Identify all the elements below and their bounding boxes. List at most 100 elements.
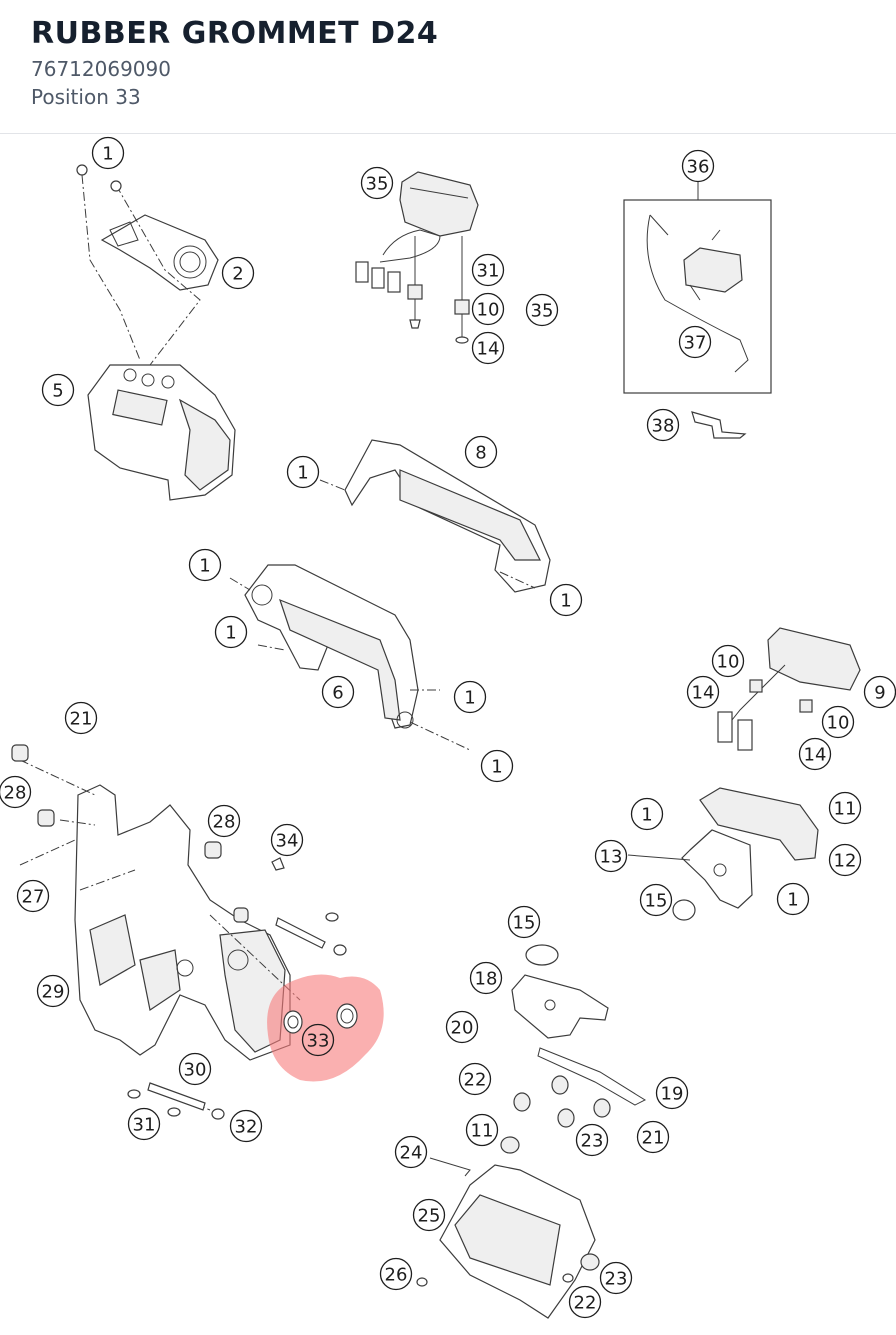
callout-position-37[interactable]: 37: [678, 325, 712, 359]
callout-circle[interactable]: [575, 1123, 609, 1157]
callout-circle[interactable]: [549, 583, 583, 617]
callout-circle[interactable]: [321, 675, 355, 709]
callout-position-11[interactable]: 11: [828, 791, 862, 825]
callout-position-6[interactable]: 6: [321, 675, 355, 709]
callout-position-12[interactable]: 12: [828, 843, 862, 877]
callout-position-31[interactable]: 31: [127, 1107, 161, 1141]
callout-circle[interactable]: [270, 823, 304, 857]
callout-position-10[interactable]: 10: [821, 705, 855, 739]
callout-position-33[interactable]: 33: [301, 1023, 335, 1057]
callout-circle[interactable]: [821, 705, 855, 739]
callout-position-2[interactable]: 2: [221, 256, 255, 290]
callout-circle[interactable]: [776, 882, 810, 916]
callout-circle[interactable]: [639, 883, 673, 917]
callout-circle[interactable]: [655, 1076, 689, 1110]
callout-position-1[interactable]: 1: [214, 615, 248, 649]
callout-circle[interactable]: [711, 644, 745, 678]
callout-circle[interactable]: [686, 675, 720, 709]
callout-position-31[interactable]: 31: [471, 253, 505, 287]
callout-circle[interactable]: [465, 1113, 499, 1147]
callout-position-1[interactable]: 1: [286, 455, 320, 489]
callout-position-28[interactable]: 28: [0, 775, 32, 809]
callout-circle[interactable]: [471, 331, 505, 365]
callout-position-22[interactable]: 22: [568, 1285, 602, 1319]
callout-position-24[interactable]: 24: [394, 1135, 428, 1169]
callout-position-8[interactable]: 8: [464, 435, 498, 469]
callout-position-1[interactable]: 1: [188, 548, 222, 582]
callout-circle[interactable]: [36, 974, 70, 1008]
callout-position-19[interactable]: 19: [655, 1076, 689, 1110]
callout-circle[interactable]: [379, 1257, 413, 1291]
callout-circle[interactable]: [507, 905, 541, 939]
callout-circle[interactable]: [178, 1052, 212, 1086]
callout-circle[interactable]: [188, 548, 222, 582]
callout-circle[interactable]: [0, 775, 32, 809]
callout-position-30[interactable]: 30: [178, 1052, 212, 1086]
callout-circle[interactable]: [636, 1120, 670, 1154]
callout-position-13[interactable]: 13: [594, 839, 628, 873]
callout-position-27[interactable]: 27: [16, 879, 50, 913]
callout-circle[interactable]: [480, 749, 514, 783]
callout-position-11[interactable]: 11: [465, 1113, 499, 1147]
callout-circle[interactable]: [594, 839, 628, 873]
callout-position-1[interactable]: 1: [549, 583, 583, 617]
callout-circle[interactable]: [828, 791, 862, 825]
callout-circle[interactable]: [798, 737, 832, 771]
callout-circle[interactable]: [207, 804, 241, 838]
callout-circle[interactable]: [678, 325, 712, 359]
callout-position-1[interactable]: 1: [91, 136, 125, 170]
callout-circle[interactable]: [127, 1107, 161, 1141]
callout-circle[interactable]: [471, 253, 505, 287]
callout-position-20[interactable]: 20: [445, 1010, 479, 1044]
callout-position-21[interactable]: 21: [636, 1120, 670, 1154]
callout-circle[interactable]: [360, 166, 394, 200]
callout-position-15[interactable]: 15: [639, 883, 673, 917]
callout-circle[interactable]: [525, 293, 559, 327]
callout-circle[interactable]: [469, 961, 503, 995]
callout-circle[interactable]: [229, 1109, 263, 1143]
callout-circle[interactable]: [453, 680, 487, 714]
callout-position-1[interactable]: 1: [776, 882, 810, 916]
callout-position-29[interactable]: 29: [36, 974, 70, 1008]
callout-circle[interactable]: [828, 843, 862, 877]
callout-position-22[interactable]: 22: [458, 1062, 492, 1096]
callout-circle[interactable]: [681, 149, 715, 183]
callout-circle[interactable]: [394, 1135, 428, 1169]
callout-circle[interactable]: [64, 701, 98, 735]
callout-position-26[interactable]: 26: [379, 1257, 413, 1291]
callout-position-23[interactable]: 23: [599, 1261, 633, 1295]
callout-position-23[interactable]: 23: [575, 1123, 609, 1157]
callout-circle[interactable]: [458, 1062, 492, 1096]
callout-position-28[interactable]: 28: [207, 804, 241, 838]
callout-circle[interactable]: [646, 408, 680, 442]
callout-position-35[interactable]: 35: [360, 166, 394, 200]
callout-position-21[interactable]: 21: [64, 701, 98, 735]
callout-circle[interactable]: [445, 1010, 479, 1044]
callout-position-18[interactable]: 18: [469, 961, 503, 995]
callout-position-1[interactable]: 1: [453, 680, 487, 714]
callout-position-34[interactable]: 34: [270, 823, 304, 857]
callout-position-14[interactable]: 14: [471, 331, 505, 365]
callout-position-15[interactable]: 15: [507, 905, 541, 939]
callout-circle[interactable]: [221, 256, 255, 290]
callout-circle[interactable]: [41, 373, 75, 407]
callout-position-10[interactable]: 10: [471, 292, 505, 326]
callout-circle[interactable]: [464, 435, 498, 469]
callout-position-5[interactable]: 5: [41, 373, 75, 407]
callout-circle[interactable]: [91, 136, 125, 170]
callout-circle[interactable]: [301, 1023, 335, 1057]
callout-position-1[interactable]: 1: [630, 797, 664, 831]
callout-circle[interactable]: [412, 1198, 446, 1232]
callout-circle[interactable]: [286, 455, 320, 489]
callout-position-10[interactable]: 10: [711, 644, 745, 678]
callout-circle[interactable]: [599, 1261, 633, 1295]
callout-position-9[interactable]: 9: [863, 675, 896, 709]
callout-circle[interactable]: [568, 1285, 602, 1319]
callout-position-14[interactable]: 14: [686, 675, 720, 709]
callout-circle[interactable]: [471, 292, 505, 326]
callout-circle[interactable]: [16, 879, 50, 913]
callout-circle[interactable]: [630, 797, 664, 831]
callout-position-35[interactable]: 35: [525, 293, 559, 327]
callout-position-32[interactable]: 32: [229, 1109, 263, 1143]
callout-position-14[interactable]: 14: [798, 737, 832, 771]
